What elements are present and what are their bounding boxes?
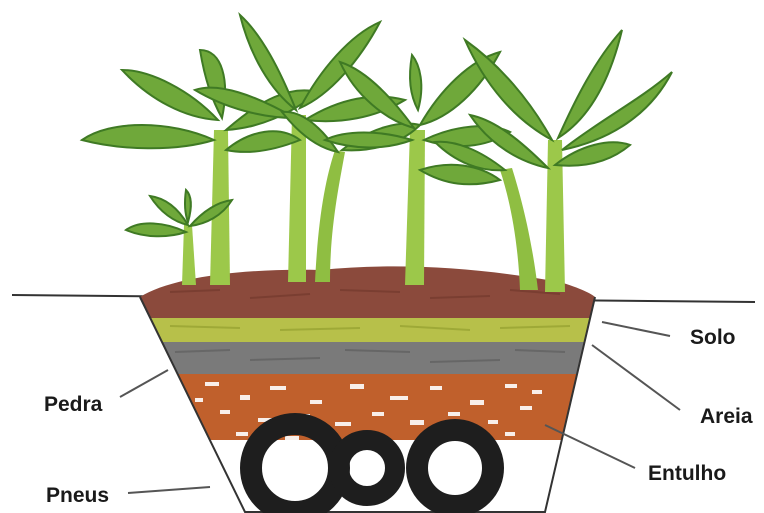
pneus-pointer [128,487,210,493]
stem [405,130,425,285]
solo-pointer [602,322,670,336]
leaf [226,131,300,152]
leaf [410,55,421,110]
stem [500,168,538,290]
areia-pointer [592,345,680,410]
label-solo: Solo [690,326,736,350]
banana-plants [82,15,672,292]
leaf [185,190,191,222]
pedra-pointer [120,370,168,397]
leaf [126,223,186,236]
label-pedra: Pedra [44,393,102,417]
stem [182,225,196,285]
label-areia: Areia [700,405,753,429]
stem [315,150,345,282]
label-pneus: Pneus [46,484,109,508]
leaf [150,196,188,225]
leaf [82,125,214,148]
label-entulho: Entulho [648,462,726,486]
stone-layer [130,340,610,374]
sand-layer [130,316,610,342]
